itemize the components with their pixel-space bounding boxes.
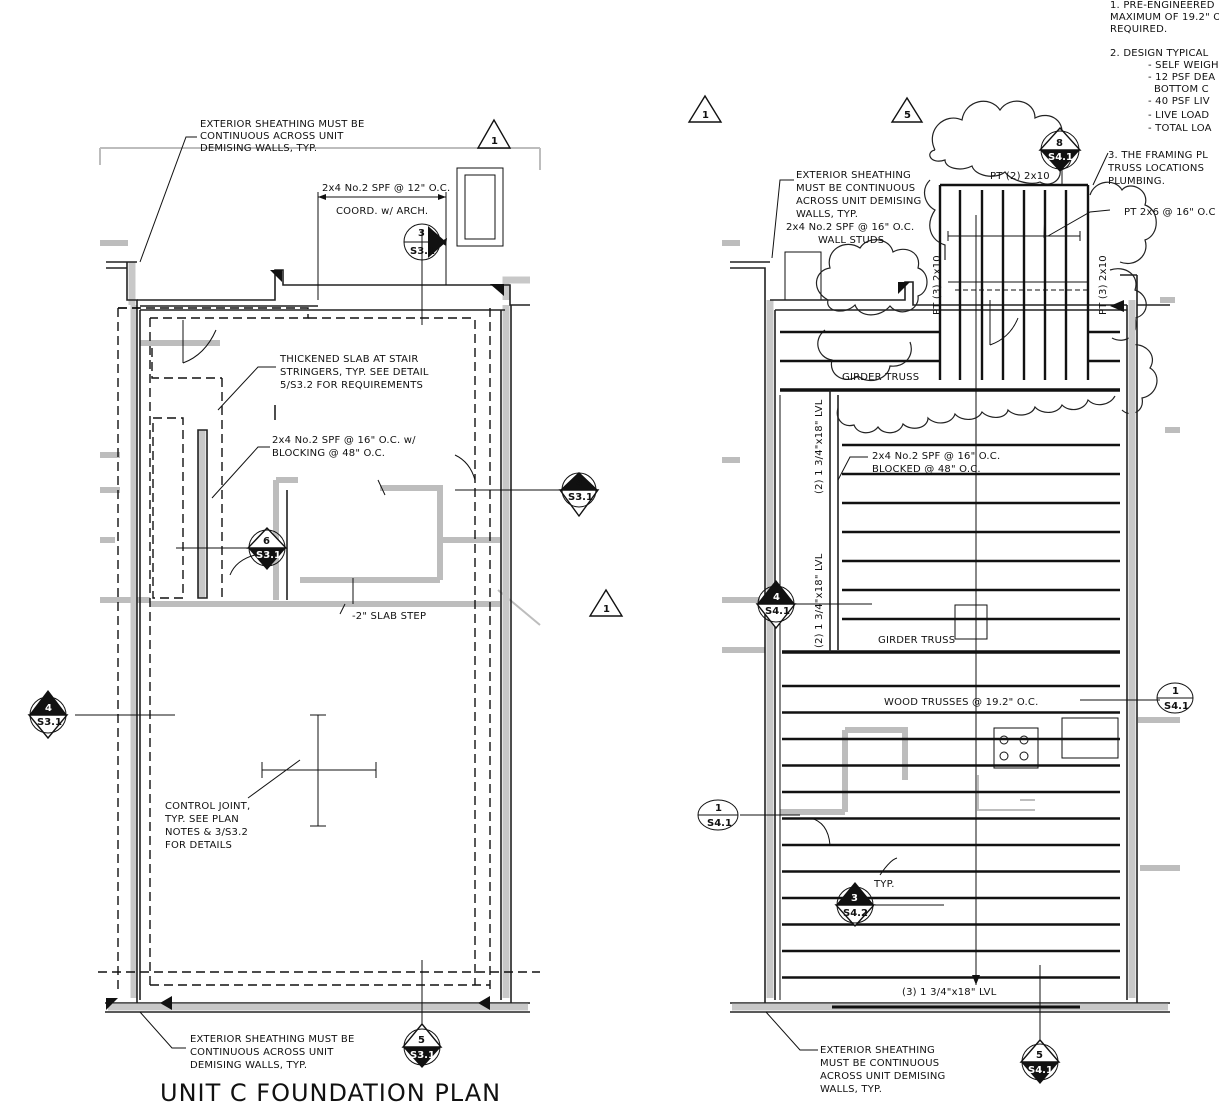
note-lvl-lower: (2) 1 3/4"x18" LVL — [814, 553, 825, 648]
section-marker-1-left: 1 S4.1 — [697, 799, 739, 831]
section-4b-sheet: S3.1 — [37, 717, 62, 728]
note-top-sheathing-left: EXTERIOR SHEATHING MUST BE CONTINUOUS AC… — [200, 119, 368, 154]
note-bottom-sheathing-right: EXTERIOR SHEATHING MUST BE CONTINUOUS AC… — [820, 1045, 949, 1095]
section-4b-num: 4 — [45, 703, 52, 714]
note-coord-arch: COORD. w/ ARCH. — [336, 206, 428, 217]
wood-trusses — [780, 330, 1120, 979]
note-typ: TYP. — [873, 879, 895, 890]
note-studs-12oc: 2x4 No.2 SPF @ 12" O.C. — [322, 183, 450, 194]
note-pt-3-right: PT (3) 2x10 — [1098, 255, 1109, 315]
note-pt-3-left: PT (3) 2x10 — [932, 255, 943, 315]
section-5-sheet: S3.1 — [410, 1050, 435, 1061]
section-marker-4-right: 4 S3.1 — [558, 472, 600, 518]
section-4c-num: 4 — [773, 592, 780, 603]
note-lvl-bottom: (3) 1 3/4"x18" LVL — [902, 987, 997, 998]
section-1a-num: 1 — [1172, 686, 1179, 697]
section-marker-5: 5 S3.1 — [401, 1022, 443, 1068]
section-marker-1-right: 1 S4.1 — [1156, 682, 1194, 714]
leaders-right — [740, 152, 1160, 1051]
section-3b-sheet: S4.2 — [843, 908, 868, 919]
note-slab-step: -2" SLAB STEP — [352, 611, 426, 622]
leaders-left — [75, 136, 560, 1049]
section-5b-num: 5 — [1036, 1050, 1043, 1061]
section-marker-3-framing: 3 S4.2 — [834, 882, 876, 928]
section-6-sheet: S3.1 — [256, 550, 281, 561]
section-8-sheet: S4.1 — [1048, 152, 1073, 163]
section-4a-num: 4 — [576, 478, 583, 489]
note-control-joint: CONTROL JOINT, TYP. SEE PLAN NOTES & 3/S… — [164, 801, 254, 851]
note-top-sheathing-right: EXTERIOR SHEATHING MUST BE CONTINUOUS AC… — [796, 170, 925, 220]
tree-clouds — [816, 100, 1158, 434]
revision-tag-left-top: 1 — [476, 118, 512, 149]
foundation-dashed-footings — [98, 307, 540, 990]
revision-tag-left-mid: 1 — [588, 588, 624, 617]
girder-and-lvl — [779, 215, 1120, 1000]
section-5b-sheet: S4.1 — [1028, 1065, 1053, 1076]
rev-tag-left-mid-text: 1 — [603, 604, 610, 615]
section-1a-sheet: S4.1 — [1164, 701, 1189, 712]
section-5-num: 5 — [418, 1035, 425, 1046]
rev-tag-right-text: 1 — [702, 110, 709, 121]
section-4c-sheet: S4.1 — [765, 606, 790, 617]
note-blocking: 2x4 No.2 SPF @ 16" O.C. w/ BLOCKING @ 48… — [272, 435, 419, 459]
stud-dimension — [317, 192, 447, 300]
section-marker-6: 6 S3.1 — [246, 526, 288, 570]
note-pt-2x6: PT 2x6 @ 16" O.C — [1124, 207, 1216, 218]
note-bottom-sheathing-left: EXTERIOR SHEATHING MUST BE CONTINUOUS AC… — [190, 1034, 358, 1071]
framing-walls — [730, 261, 1170, 1013]
foundation-plan: 3 S3.1 4 S3.1 6 S3.1 4 S3.1 — [27, 118, 624, 1105]
note-girder-mid: GIRDER TRUSS — [878, 635, 955, 646]
section-1b-num: 1 — [715, 803, 722, 814]
control-joint-symbol — [261, 714, 377, 827]
section-marker-8: 8 S4.1 — [1038, 126, 1082, 172]
note-wood-trusses: WOOD TRUSSES @ 19.2" O.C. — [884, 697, 1038, 708]
revision-tag-5: 5 — [890, 96, 924, 123]
section-4a-sheet: S3.1 — [568, 492, 593, 503]
section-marker-5-framing: 5 S4.1 — [1019, 1038, 1061, 1084]
general-notes: 1. PRE-ENGINEERED MAXIMUM OF 19.2" O REQ… — [1107, 0, 1219, 187]
note-blocked: 2x4 No.2 SPF @ 16" O.C. BLOCKED @ 48" O.… — [872, 451, 1004, 475]
foundation-walls — [105, 261, 530, 1013]
rev-tag-left-top-text: 1 — [491, 136, 498, 147]
revision-tag-right: 1 — [687, 94, 723, 123]
note-lvl-upper: (2) 1 3/4"x18" LVL — [814, 399, 825, 494]
rev-tag-5-text: 5 — [904, 110, 911, 121]
note-wall-studs: 2x4 No.2 SPF @ 16" O.C. WALL STUDS — [786, 222, 918, 246]
section-1b-sheet: S4.1 — [707, 818, 732, 829]
framing-plan: 8 S4.1 4 S4.1 1 S4.1 1 S4.1 3 S4.2 — [687, 0, 1219, 1095]
deck-framing — [938, 183, 1090, 380]
note-girder-top: GIRDER TRUSS — [842, 372, 919, 383]
section-3b-num: 3 — [851, 893, 858, 904]
section-marker-3: 3 S3.1 — [403, 223, 447, 261]
note-pt-2x10: PT (2) 2x10 — [990, 171, 1050, 182]
foundation-plan-title: UNIT C FOUNDATION PLAN — [160, 1079, 501, 1105]
arch-background-right — [722, 240, 1180, 876]
section-3-num: 3 — [418, 228, 425, 239]
section-6-num: 6 — [263, 536, 270, 547]
section-8-num: 8 — [1056, 138, 1063, 149]
section-marker-4-framing: 4 S4.1 — [755, 580, 797, 630]
note-thickened-slab: THICKENED SLAB AT STAIR STRINGERS, TYP. … — [279, 354, 432, 391]
section-3-sheet: S3.1 — [410, 246, 435, 257]
section-marker-4-left: 4 S3.1 — [27, 690, 69, 740]
